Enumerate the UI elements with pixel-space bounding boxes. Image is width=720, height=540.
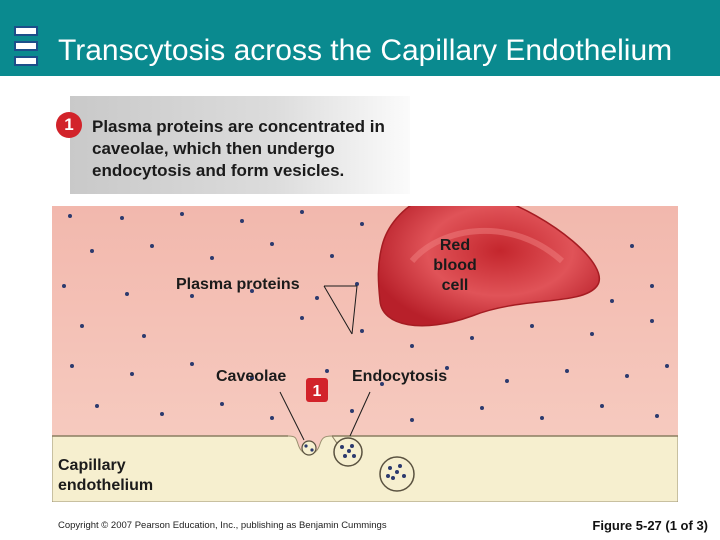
red-blood-cell (377, 206, 600, 327)
title-bar: Transcytosis across the Capillary Endoth… (0, 0, 720, 76)
endocytosis-label: Endocytosis (352, 368, 448, 385)
step-number-badge: 1 (56, 112, 82, 138)
slide-logo-icon (14, 26, 42, 68)
transcytosis-illustration: 1 (52, 206, 678, 502)
caveola-vesicle (301, 440, 317, 456)
step-caption-box (70, 96, 410, 194)
plasma-protein-dots (62, 210, 669, 422)
plasma-proteins-label: Plasma proteins (176, 276, 300, 293)
copyright-notice: Copyright © 2007 Pearson Education, Inc.… (58, 520, 387, 531)
figure-reference: Figure 5-27 (1 of 3) (592, 518, 708, 533)
leader-lines (279, 285, 371, 441)
step-caption-text: Plasma proteins are concentrated in cave… (92, 117, 385, 180)
caveolae-label: Caveolae (216, 368, 287, 385)
marker-1 (306, 378, 328, 402)
red-blood-cell-label: Red blood cell (433, 237, 477, 294)
capillary-endothelium-label: Capillary endothelium (58, 457, 154, 494)
marker-1-label: 1 (313, 383, 322, 400)
slide-title: Transcytosis across the Capillary Endoth… (58, 34, 673, 67)
